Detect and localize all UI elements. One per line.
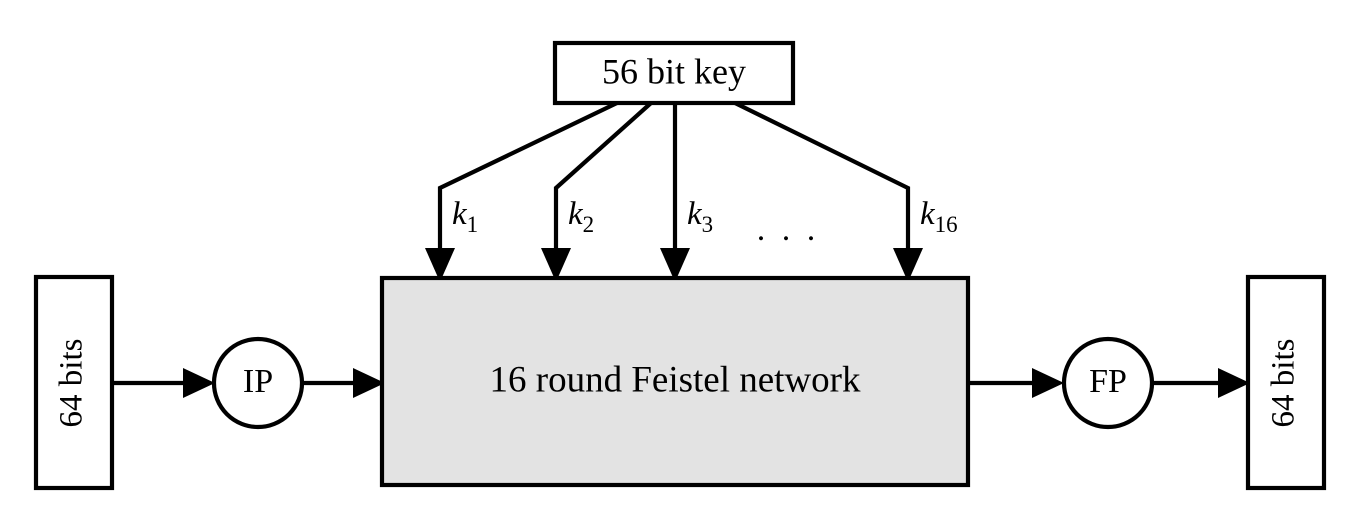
input-block-rect	[33, 274, 115, 491]
edge-input-to-ip-arrowhead	[183, 368, 215, 398]
feistel-network-node: 16 round Feistel network	[379, 275, 971, 488]
edge-ip-to-feistel	[302, 368, 385, 398]
round-key-arrowhead-k3	[660, 248, 690, 282]
feistel-network-rect	[379, 275, 971, 488]
edge-fp-to-output-arrowhead	[1218, 368, 1250, 398]
round-key-subscript-k16: 16	[935, 212, 958, 237]
round-key-base-k3: k	[687, 196, 703, 232]
feistel-network-label: 16 round Feistel network	[490, 359, 861, 400]
output-block-node: 64 bits	[1245, 274, 1327, 491]
edge-fp-to-output	[1152, 368, 1250, 398]
round-key-label-k2: k2	[568, 196, 594, 237]
edge-input-to-ip	[112, 368, 215, 398]
initial-permutation-node: IP	[211, 336, 305, 430]
output-block-label: 64 bits	[1266, 339, 1302, 428]
round-key-labels: k1 k2 k3 k16 . . .	[452, 196, 958, 248]
round-key-base-k16: k	[920, 196, 936, 232]
edge-ip-to-feistel-arrowhead	[353, 368, 385, 398]
edge-feistel-to-fp	[968, 368, 1064, 398]
edge-feistel-to-fp-arrowhead	[1032, 368, 1064, 398]
output-block-rect	[1245, 274, 1327, 491]
round-key-arrowhead-k1	[425, 248, 455, 282]
final-permutation-node: FP	[1061, 336, 1155, 430]
round-key-edge-k1	[437, 101, 618, 256]
round-key-label-k3: k3	[687, 196, 713, 237]
round-key-edge-k16	[734, 101, 911, 256]
key-block-label: 56 bit key	[602, 51, 746, 91]
round-key-label-k1: k1	[452, 196, 478, 237]
input-block-label: 64 bits	[54, 339, 90, 428]
round-key-subscript-k2: 2	[583, 212, 595, 237]
round-key-subscript-k1: 1	[467, 212, 479, 237]
input-block-node: 64 bits	[33, 274, 115, 491]
round-key-label-k16: k16	[920, 196, 958, 237]
round-key-base-k1: k	[452, 196, 468, 232]
key-block-node: 56 bit key	[552, 40, 796, 106]
round-key-edge-k2	[553, 101, 653, 256]
round-key-subscript-k3: 3	[702, 212, 714, 237]
round-key-arrowhead-k16	[893, 248, 923, 282]
round-key-ellipsis: . . .	[757, 211, 820, 248]
round-key-arrowhead-k2	[541, 248, 571, 282]
final-permutation-label: FP	[1089, 363, 1127, 400]
round-key-edges	[425, 101, 923, 282]
round-key-base-k2: k	[568, 196, 584, 232]
initial-permutation-label: IP	[243, 363, 273, 400]
